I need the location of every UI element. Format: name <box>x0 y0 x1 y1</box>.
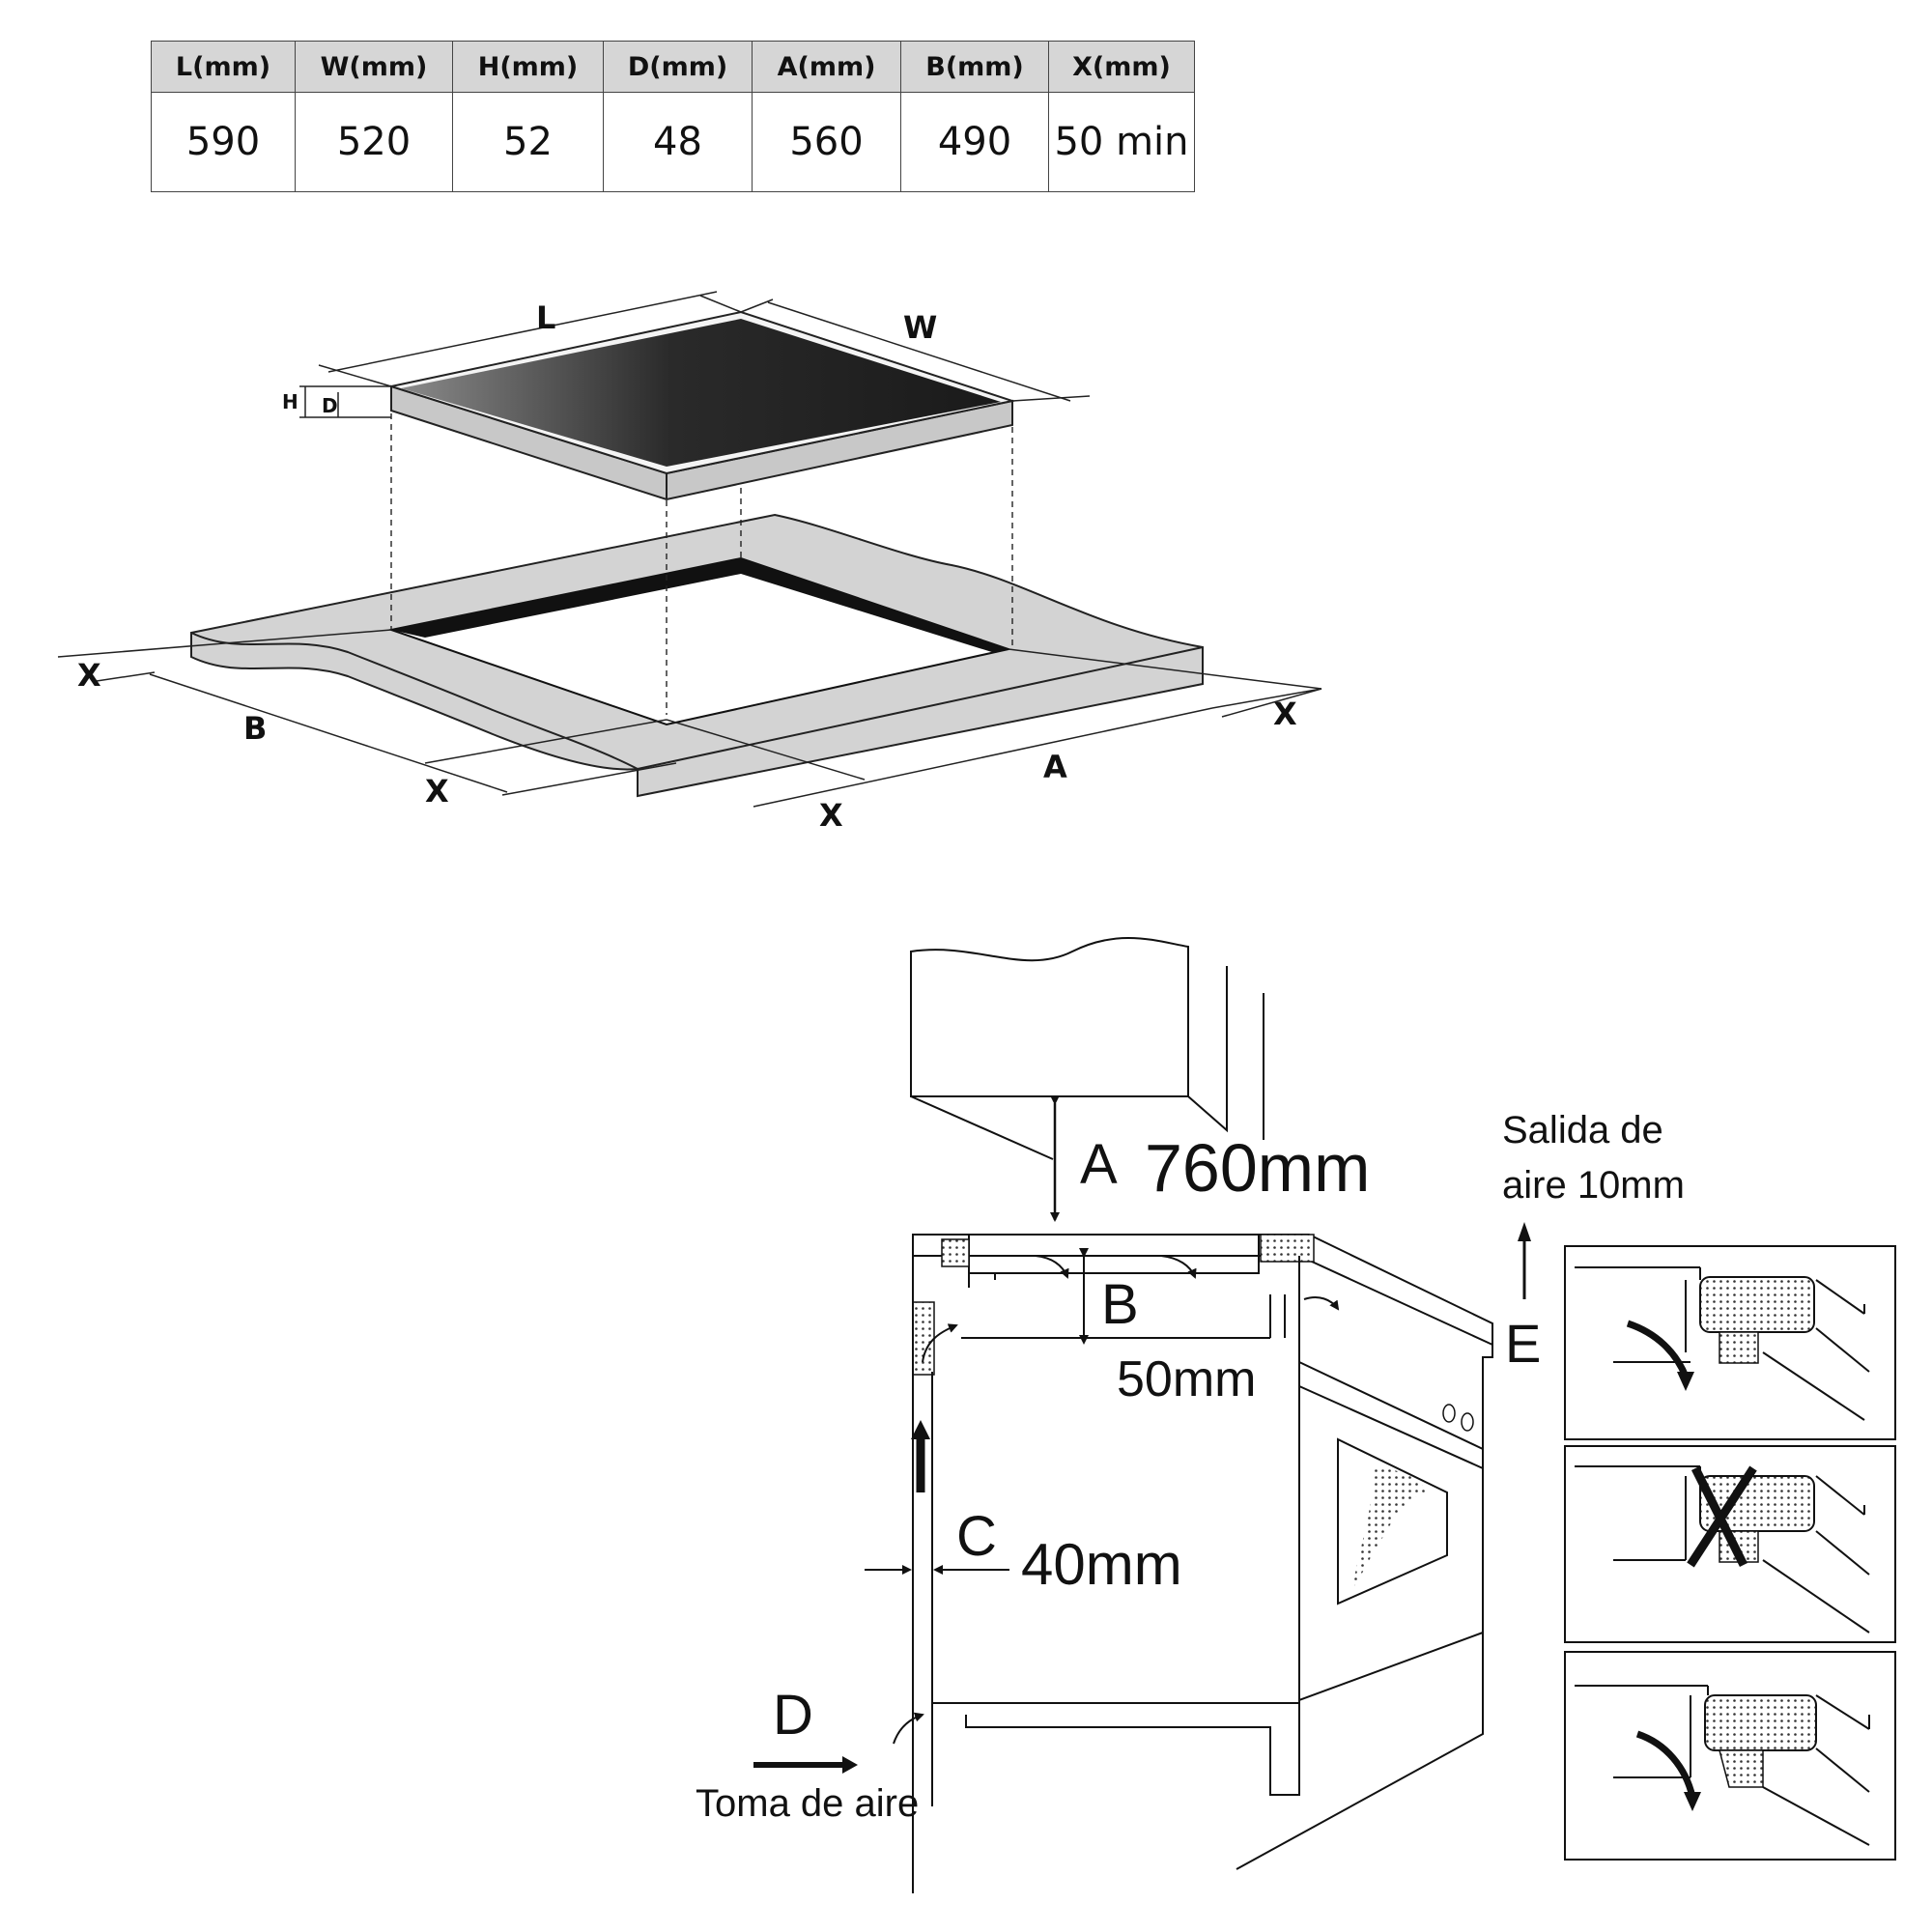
distance-b-letter: B <box>1101 1273 1139 1336</box>
value-a: 560 <box>752 92 901 192</box>
projection-lines <box>390 413 1013 715</box>
distance-c-letter: C <box>956 1505 997 1568</box>
back-wall <box>912 1256 933 1893</box>
airflow-arrow-3 <box>1303 1296 1340 1311</box>
air-intake-label: Toma de aire <box>696 1782 919 1825</box>
cutout-shadow <box>391 558 741 638</box>
distance-c-value: 40mm <box>1021 1532 1182 1597</box>
cross-mark-icon <box>1687 1465 1757 1568</box>
label-x-bottom: X <box>819 797 843 834</box>
updraft-arrow-head <box>911 1420 930 1439</box>
dimension-h-d <box>299 385 391 418</box>
oven-top-shelf <box>961 1294 1286 1339</box>
hob-cutout-diagram: L W H D X B <box>57 291 1322 834</box>
hob-body-detail <box>968 1273 996 1288</box>
plinth <box>932 1702 1300 1796</box>
header-b: B(mm) <box>900 41 1049 93</box>
header-x: X(mm) <box>1048 41 1195 93</box>
label-a: A <box>1043 749 1067 785</box>
dimension-l <box>318 291 742 387</box>
dimension-w <box>740 298 1091 402</box>
header-l: L(mm) <box>151 41 296 93</box>
seal-left <box>941 1238 970 1267</box>
air-intake-letter: D <box>773 1684 813 1747</box>
table-value-row: 590 520 52 48 560 490 50 min <box>151 92 1195 192</box>
label-d: D <box>322 394 338 417</box>
ventilation-diagram: A 760mm B 50mm C 40mm <box>696 936 1685 1893</box>
label-x-right: X <box>1273 696 1297 732</box>
distance-b-value: 50mm <box>1117 1351 1256 1407</box>
detail-panel-correct-1 <box>1564 1245 1896 1440</box>
air-outlet-label-1: Salida de <box>1502 1109 1663 1151</box>
seal-right <box>1260 1234 1315 1263</box>
detail-panel-incorrect <box>1564 1445 1896 1643</box>
hob-glass-surface <box>401 319 1001 467</box>
value-w: 520 <box>295 92 453 192</box>
dimensions-table: L(mm) W(mm) H(mm) D(mm) A(mm) B(mm) X(mm… <box>151 41 1195 192</box>
distance-a-letter: A <box>1080 1133 1118 1196</box>
air-outlet-label-2: aire 10mm <box>1502 1164 1685 1207</box>
oven-window <box>1337 1437 1448 1605</box>
air-outlet-letter: E <box>1505 1313 1541 1374</box>
label-l: L <box>536 299 555 336</box>
airflow-arrow-intake <box>893 1712 924 1745</box>
table-header-row: L(mm) W(mm) H(mm) D(mm) A(mm) B(mm) X(mm… <box>151 41 1195 93</box>
countertop-dimension-lines <box>57 629 1322 808</box>
airflow-arrow-1 <box>1035 1255 1069 1279</box>
counter-top-slab <box>912 1234 1493 1347</box>
value-x: 50 min <box>1048 92 1195 192</box>
oven-cabinet <box>1236 1256 1493 1870</box>
value-l: 590 <box>151 92 296 192</box>
distance-a-value: 760mm <box>1145 1130 1370 1206</box>
air-intake-arrow-head <box>842 1756 858 1774</box>
label-b: B <box>243 710 267 747</box>
oven-knob-1 <box>1442 1404 1456 1423</box>
header-a: A(mm) <box>752 41 901 93</box>
label-x-left: X <box>77 657 101 694</box>
detail-panel-correct-2 <box>1564 1651 1896 1861</box>
upper-cabinet-sides <box>910 966 1264 1160</box>
header-d: D(mm) <box>603 41 753 93</box>
value-b: 490 <box>900 92 1049 192</box>
label-h: H <box>282 390 298 413</box>
upper-cabinet <box>910 936 1189 1097</box>
oven-window-reflection <box>1352 1468 1428 1589</box>
air-outlet-arrow-head <box>1518 1222 1531 1241</box>
label-x-bottom-left: X <box>425 773 449 810</box>
back-seal <box>912 1301 935 1376</box>
label-w: W <box>903 309 937 346</box>
cutout-shadow-right <box>741 558 1009 653</box>
oven-knob-2 <box>1461 1412 1474 1432</box>
airflow-arrow-2 <box>1160 1255 1197 1279</box>
airflow-arrow-wall <box>922 1323 958 1363</box>
